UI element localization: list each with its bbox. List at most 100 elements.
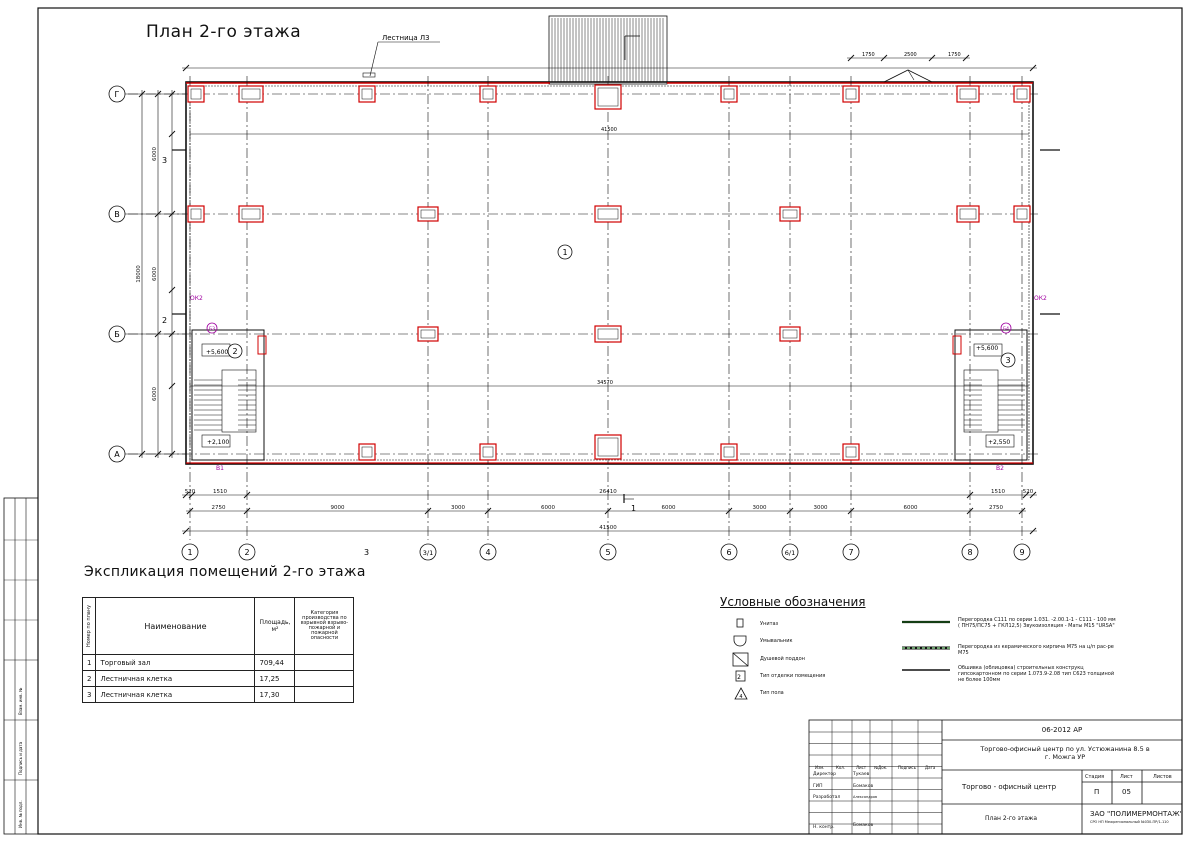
tb-col-header: №Док.	[874, 765, 888, 770]
legend-num: 4	[739, 694, 742, 700]
column	[187, 85, 205, 103]
column	[779, 206, 801, 222]
stair-east	[952, 329, 1028, 461]
cell-num: 1	[81, 654, 97, 671]
legend-item: Перегородка из керамического кирпича М75…	[958, 644, 1114, 656]
svg-text:9: 9	[1019, 548, 1024, 557]
tb-person: Бомаков	[853, 784, 874, 789]
legend-item: Тип пола	[760, 690, 784, 696]
cell-name: Торговый зал	[95, 654, 256, 671]
column	[1013, 205, 1031, 223]
tb-person: Александров	[853, 795, 878, 799]
svg-text:4: 4	[485, 548, 490, 557]
tb-stage-header: Стадия	[1085, 774, 1105, 780]
stair-mark: В1	[216, 465, 224, 472]
section-label: 2	[162, 316, 167, 325]
column	[238, 205, 264, 223]
dim-text: 3000	[753, 505, 767, 511]
dim-text: 26410	[599, 489, 617, 495]
stair-west	[191, 329, 267, 461]
side-stamp: Инв. № подл. Подпись и дата Взам. инв. №	[3, 497, 39, 835]
room-number: 2	[232, 347, 237, 356]
room-number: 1	[562, 248, 567, 257]
axis-bubble-9: 9	[1013, 543, 1031, 561]
dim-text: 1510	[213, 489, 227, 495]
tb-role: ГИП	[813, 784, 823, 789]
side-stamp-label: Инв. № подл.	[18, 800, 23, 828]
dim-text: 520	[1023, 489, 1034, 495]
svg-text:Б: Б	[114, 330, 120, 339]
tb-sheet: 05	[1122, 788, 1131, 796]
column	[187, 205, 205, 223]
column	[358, 443, 376, 461]
stair-circle-mark: Б4	[1003, 326, 1009, 332]
column	[594, 325, 622, 343]
column	[956, 205, 980, 223]
axis-bubble-3/1: 3/1	[419, 543, 437, 561]
level-mark: +5,600	[206, 349, 228, 356]
legend-item: Душевой поддон	[760, 656, 805, 662]
axis-bubble-2: 2	[238, 543, 256, 561]
sheet-frame	[37, 7, 1183, 835]
level-mark: +2,550	[988, 439, 1010, 446]
axis-bubble-8: 8	[961, 543, 979, 561]
axis-bubble-6: 6	[720, 543, 738, 561]
column	[417, 206, 439, 222]
side-stamp-label: Взам. инв. №	[18, 688, 23, 715]
ok-mark: ОК2	[190, 295, 203, 302]
column	[956, 85, 980, 103]
column	[417, 326, 439, 342]
cell-area: 17,25	[254, 670, 296, 687]
legend-item: Перегородка С111 по серии 1.031. -2.00.1…	[958, 617, 1116, 629]
axis-bubble-Б: Б	[108, 325, 126, 343]
tb-col-header: Кол.	[836, 765, 846, 770]
tb-code: 06-2012 АР	[1041, 726, 1083, 734]
column	[720, 443, 738, 461]
column	[842, 85, 860, 103]
svg-text:8: 8	[967, 548, 972, 557]
stair-l3-block	[548, 15, 668, 85]
tb-col-header: Подпись	[898, 765, 916, 770]
axis-bubble-5: 5	[599, 543, 617, 561]
room-marker-2: 2	[227, 343, 243, 359]
dim-text: 41500	[599, 525, 617, 531]
legend-item: Обшивка (облицовка) строительных констру…	[958, 665, 1115, 683]
column	[1013, 85, 1031, 103]
tb-role: Разработал	[813, 795, 841, 800]
dim-text: 6000	[541, 505, 555, 511]
tb-company: ЗАО "ПОЛИМЕРМОНТАЖ"	[1090, 810, 1183, 818]
table-row: 1 Торговый зал 709,44	[81, 654, 355, 671]
stair-label: Лестница Л3	[382, 34, 430, 42]
column	[779, 326, 801, 342]
dim-text: 6000	[152, 387, 158, 401]
column	[238, 85, 264, 103]
dim-text: 6000	[152, 147, 158, 161]
svg-text:5: 5	[605, 548, 610, 557]
svg-text:Г: Г	[115, 90, 120, 99]
dim-text: 3000	[451, 505, 465, 511]
column	[479, 85, 497, 103]
dim-text: 6000	[662, 505, 676, 511]
dim-text: 1750	[862, 52, 875, 58]
dim-text: 520	[185, 489, 196, 495]
svg-text:А: А	[114, 450, 120, 459]
axis-bubble-А: А	[108, 445, 126, 463]
dim-text: 41500	[601, 127, 617, 133]
cell-num: 3	[81, 686, 97, 703]
dim-text: 34570	[597, 380, 613, 386]
level-mark: +5,600	[976, 345, 998, 352]
dim-text: 1510	[991, 489, 1005, 495]
tb-sheets-header: Листов	[1153, 774, 1172, 780]
cell-cat	[294, 654, 355, 671]
stair-circle-mark: Б3	[209, 326, 215, 332]
tb-project: Торгово-офисный центр по ул. Устюжанина …	[980, 745, 1150, 761]
cell-cat	[294, 670, 355, 687]
svg-text:1: 1	[187, 548, 192, 557]
cell-name: Лестничная клетка	[95, 670, 256, 687]
dim-text: 2750	[989, 505, 1003, 511]
tb-sheet-name: План 2-го этажа	[985, 815, 1038, 822]
table-row: 3 Лестничная клетка 17,30	[81, 686, 355, 703]
dim-text: 6000	[904, 505, 918, 511]
column	[479, 443, 497, 461]
